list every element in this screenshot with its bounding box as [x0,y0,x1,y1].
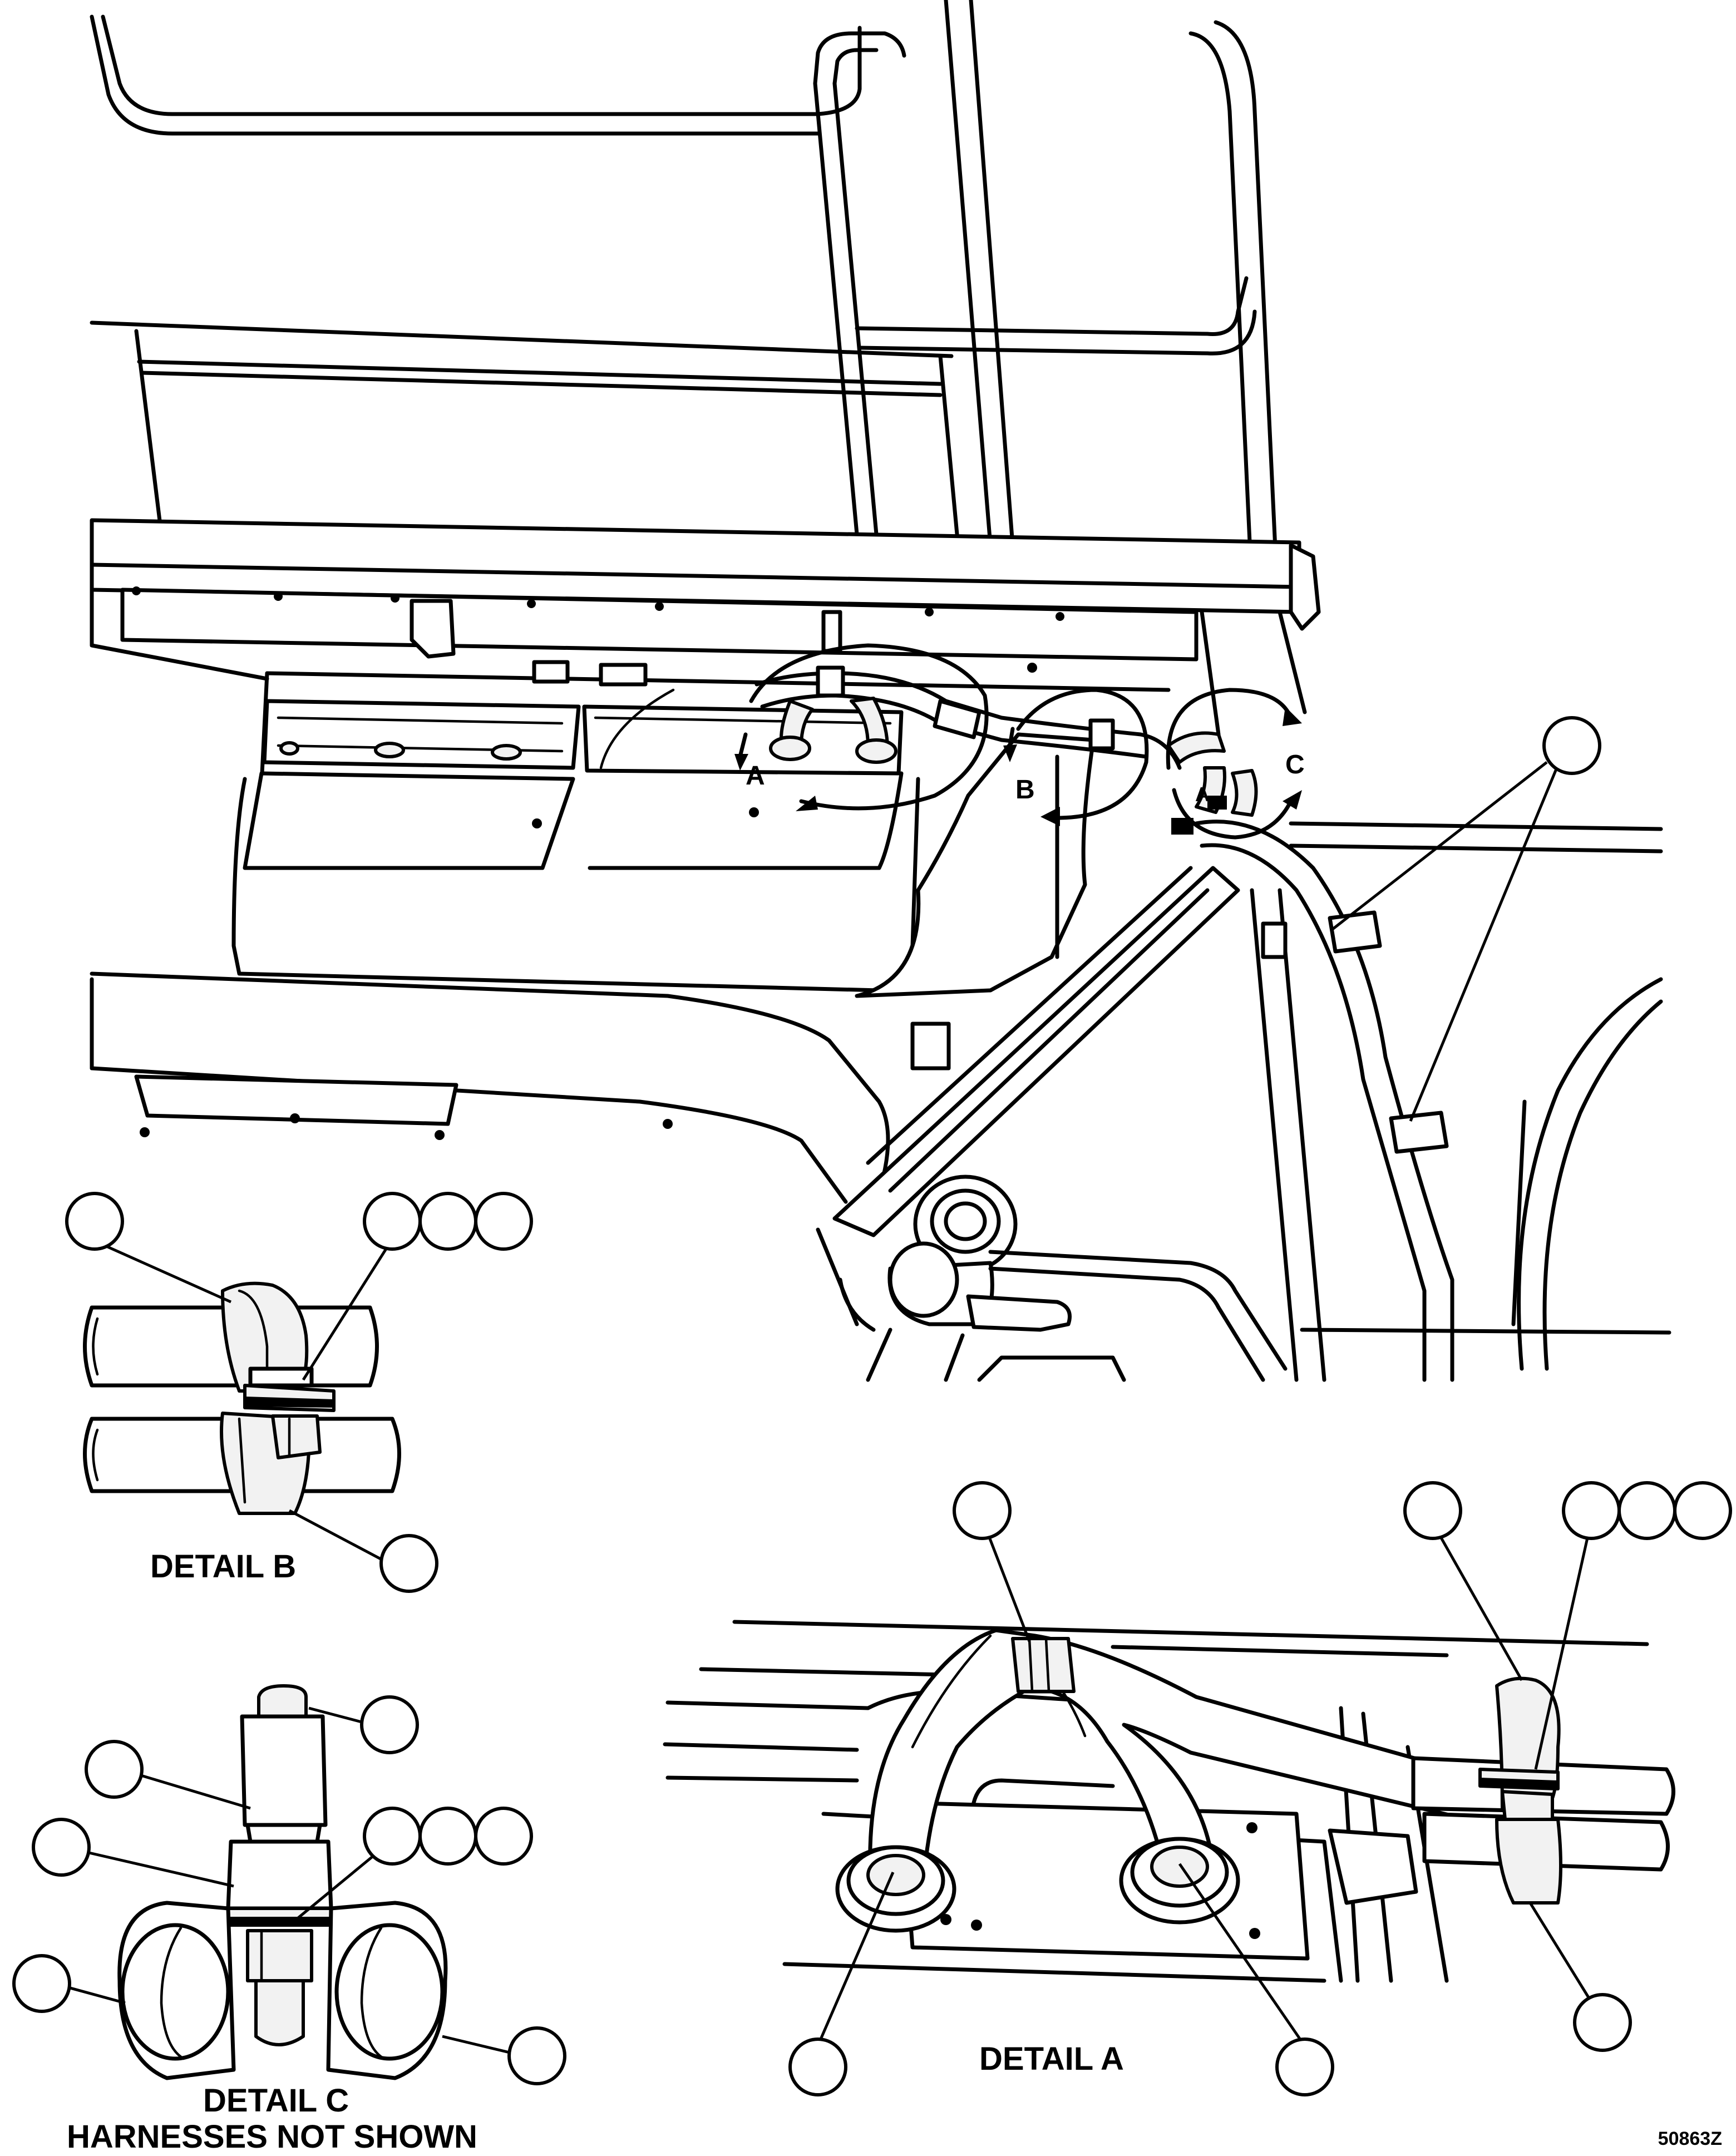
detail-a-title: DETAIL A [979,2041,1124,2077]
callout-balloon-b3 [418,1192,477,1251]
figure-number: 50863Z [1658,2128,1722,2149]
callout-balloon-a4 [1617,1481,1676,1540]
callout-balloon-a7 [788,2037,847,2096]
view-label-c: C [1285,750,1305,779]
callout-balloon-a6 [1573,1993,1632,2052]
detail-c: DETAIL C HARNESSES NOT SHOWN [12,1684,566,2155]
view-label-a-small: A [1195,783,1210,806]
callout-balloon-c8 [507,2026,566,2085]
callout-balloon-a8 [1275,2037,1334,2096]
callout-balloon-c3 [32,1818,91,1877]
callout-balloon-b2 [363,1192,422,1251]
view-label-a: A [746,761,765,791]
detail-c-note: HARNESSES NOT SHOWN [67,2119,477,2153]
callout-balloon-a3 [1562,1481,1621,1540]
callout-balloon-c4 [363,1807,422,1866]
callout-balloon-c1 [360,1695,419,1754]
callout-balloon-b4 [474,1192,533,1251]
callout-balloon-c5 [418,1807,477,1866]
callout-balloon-b1 [65,1192,124,1251]
detail-b-title: DETAIL B [150,1548,296,1585]
callout-balloon-c6 [474,1807,533,1866]
main-assembly-view: A B C A [90,0,1671,1382]
view-label-b: B [1015,775,1035,805]
detail-c-title: DETAIL C [203,2083,349,2119]
callout-balloon-c7 [12,1954,71,2013]
detail-b: DETAIL B [65,1192,533,1593]
callout-balloon-b5 [379,1534,438,1593]
callout-balloon-a1 [953,1481,1012,1540]
callout-balloon-c2 [85,1740,144,1799]
callout-balloon-a5 [1673,1481,1732,1540]
detail-a: DETAIL A [663,1481,1732,2096]
callout-balloon-a2 [1403,1481,1462,1540]
callout-balloon-harness-clamps [1542,716,1601,775]
